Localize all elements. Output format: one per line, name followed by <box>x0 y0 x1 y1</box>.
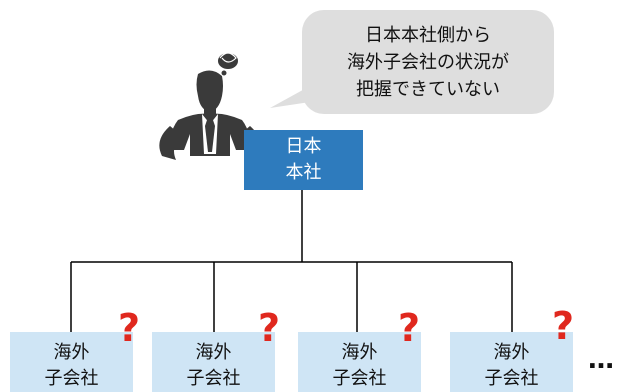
subsidiary-box-2: 海外 子会社 <box>152 332 275 392</box>
speech-bubble: 日本本社側から 海外子会社の状況が 把握できていない <box>302 10 554 114</box>
headquarters-box: 日本 本社 <box>244 130 363 190</box>
more-subsidiaries-ellipsis: … <box>588 345 615 375</box>
subsidiary-box-1: 海外 子会社 <box>10 332 133 392</box>
bubble-line-1: 日本本社側から <box>365 24 491 46</box>
subsidiary-3-line-2: 子会社 <box>332 368 387 389</box>
question-mark-2: ? <box>258 306 281 350</box>
scribble-thought-icon <box>218 52 238 76</box>
confused-businessman-icon <box>159 52 261 160</box>
hq-label-line-2: 本社 <box>285 162 322 183</box>
subsidiary-1-line-1: 海外 <box>53 342 90 363</box>
subsidiary-4-line-1: 海外 <box>493 342 530 363</box>
hq-label-line-1: 日本 <box>285 136 322 157</box>
subsidiary-4-line-2: 子会社 <box>484 368 539 389</box>
speech-bubble-tail <box>270 86 310 108</box>
subsidiary-2-line-2: 子会社 <box>186 368 241 389</box>
subsidiary-box-4: 海外 子会社 <box>450 332 573 392</box>
question-mark-3: ? <box>398 306 421 350</box>
question-mark-4: ? <box>552 304 575 348</box>
bubble-line-3: 把握できていない <box>356 78 500 100</box>
question-mark-1: ? <box>118 306 141 350</box>
bubble-line-2: 海外子会社の状況が <box>347 51 509 73</box>
subsidiary-3-line-1: 海外 <box>341 342 378 363</box>
subsidiary-2-line-1: 海外 <box>195 342 232 363</box>
subsidiary-box-3: 海外 子会社 <box>298 332 421 392</box>
subsidiary-1-line-2: 子会社 <box>44 368 99 389</box>
